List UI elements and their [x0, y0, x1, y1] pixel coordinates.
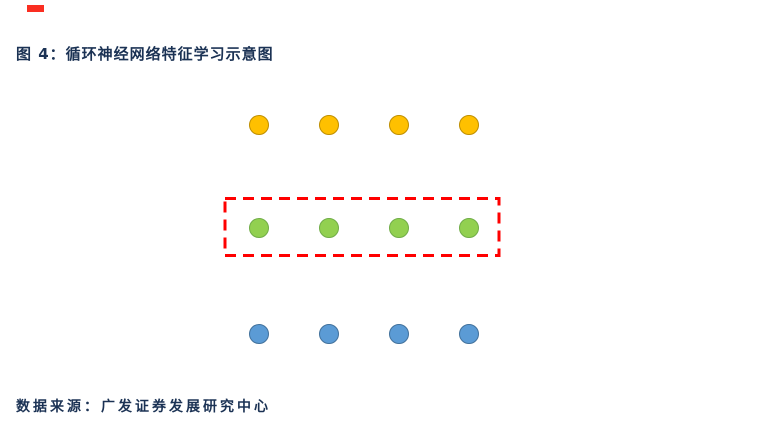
- node-dot-bottom-1: [249, 324, 269, 344]
- node-dot-bottom-3: [389, 324, 409, 344]
- node-dot-bottom-4: [459, 324, 479, 344]
- node-dot-middle-4: [459, 218, 479, 238]
- node-dot-middle-3: [389, 218, 409, 238]
- node-dot-top-1: [249, 115, 269, 135]
- red-dash-fragment: [27, 5, 44, 12]
- figure-title: 图 4：循环神经网络特征学习示意图: [16, 45, 274, 63]
- hidden-layer-highlight-box: [223, 197, 501, 257]
- node-dot-top-2: [319, 115, 339, 135]
- node-dot-top-3: [389, 115, 409, 135]
- node-dot-bottom-2: [319, 324, 339, 344]
- node-dot-top-4: [459, 115, 479, 135]
- node-dot-middle-1: [249, 218, 269, 238]
- source-note: 数据来源：广发证券发展研究中心: [16, 399, 271, 415]
- node-dot-middle-2: [319, 218, 339, 238]
